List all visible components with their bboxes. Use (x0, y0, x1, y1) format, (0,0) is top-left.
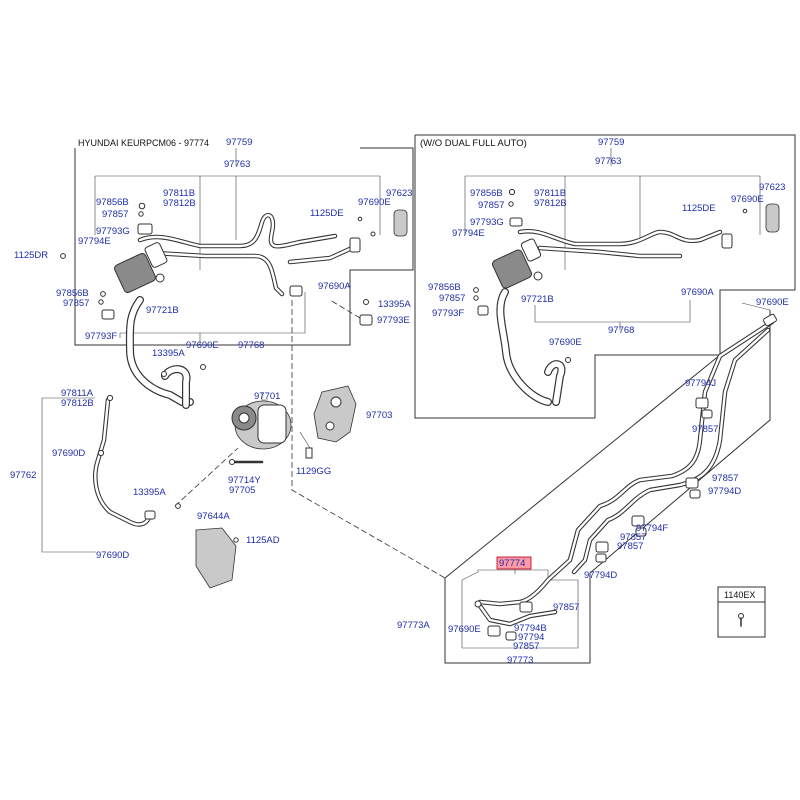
label-97812b-inset: 97812B (534, 198, 567, 209)
cover-97644a (195, 527, 237, 589)
label-1125de-main: 1125DE (310, 208, 344, 219)
label-13395a-low: 13395A (133, 487, 166, 498)
label-97690e-mid: 97690E (186, 340, 219, 351)
label-97857-r4: 97857 (617, 541, 643, 552)
inset-assembly (414, 134, 796, 419)
label-97857-b1: 97857 (553, 602, 579, 613)
label-97857-main-b: 97857 (63, 298, 89, 309)
label-97793f-inset: 97793F (432, 308, 464, 319)
label-97690e-main-top: 97690E (358, 197, 391, 208)
label-97644a: 97644A (197, 511, 230, 522)
label-1129gg: 1129GG (296, 466, 331, 477)
label-97794: 97794 (518, 632, 544, 643)
label-97768-inset: 97768 (608, 325, 634, 336)
inset-frame (414, 134, 796, 419)
label-97774: 97774 (499, 558, 525, 569)
inset-expansion-valve (491, 249, 533, 289)
label-97856b-inset: 97856B (470, 188, 503, 199)
label-13395a-mid: 13395A (152, 348, 185, 359)
label-97759-main: 97759 (226, 137, 252, 148)
label-1125dr: 1125DR (14, 250, 48, 261)
label-97793g-main: 97793G (96, 226, 130, 237)
label-97763-main: 97763 (224, 159, 250, 170)
label-97811a: 97811A (61, 388, 94, 399)
label-1140ex: 1140EX (724, 590, 755, 600)
label-97857-inset-b: 97857 (439, 293, 465, 304)
label-97762: 97762 (10, 470, 36, 481)
header-title: HYUNDAI KEURPCM06 - 97774 (78, 138, 209, 148)
discharge-line-group (41, 394, 239, 589)
label-97812b-left: 97812B (61, 398, 94, 409)
inset-receiver-drier (765, 203, 780, 233)
label-97690e-inset-top: 97690E (731, 194, 764, 205)
label-97857-inset-a: 97857 (478, 200, 504, 211)
bolt-icon (138, 202, 146, 210)
label-97856b-main: 97856B (96, 197, 129, 208)
label-97811b-main: 97811B (163, 188, 195, 199)
label-97703: 97703 (366, 410, 392, 421)
label-97690d-b: 97690D (96, 550, 129, 561)
label-97794e-main: 97794E (78, 236, 111, 247)
label-97857-r2: 97857 (712, 473, 738, 484)
part-1140ex-box (717, 586, 766, 638)
label-97721b-inset: 97721B (521, 294, 554, 305)
label-97794j: 97794J (685, 378, 716, 389)
label-97794d-a: 97794D (708, 486, 741, 497)
lower-right-frame (444, 573, 591, 664)
label-1125de-inset: 1125DE (682, 203, 716, 214)
highlight-97774 (496, 556, 532, 570)
compressor-group (174, 299, 446, 579)
label-97714y: 97714Y (228, 475, 261, 486)
compressor-bracket (313, 385, 357, 443)
main-assembly (60, 147, 414, 409)
label-97773: 97773 (507, 655, 533, 666)
label-layer: HYUNDAI KEURPCM06 - 97774 (W/O DUAL FULL… (10, 137, 789, 666)
label-97856b-main-b: 97856B (56, 288, 89, 299)
bracket-97793g (137, 223, 153, 235)
label-97690a-main: 97690A (318, 281, 351, 292)
label-1125ad: 1125AD (246, 535, 280, 546)
label-97857-r1: 97857 (692, 424, 718, 435)
label-97857-r3: 97857 (620, 532, 646, 543)
label-97794e-inset: 97794E (452, 228, 485, 239)
label-97857-main-a: 97857 (102, 209, 128, 220)
label-97794d-b: 97794D (584, 570, 617, 581)
label-97690e-b: 97690E (448, 624, 481, 635)
expansion-valve (114, 253, 156, 293)
label-97794f: 97794F (636, 523, 668, 534)
liquid-line-group (444, 302, 777, 664)
label-97705: 97705 (229, 485, 255, 496)
label-97759-inset: 97759 (598, 137, 624, 148)
label-97794b: 97794B (514, 623, 547, 634)
label-97857-b2: 97857 (513, 641, 539, 652)
label-13395a-main: 13395A (378, 299, 411, 310)
label-97690a-inset: 97690A (681, 287, 714, 298)
main-assembly-frame (74, 147, 414, 346)
label-97623-main: 97623 (386, 188, 412, 199)
label-97690e-inset-low: 97690E (549, 337, 582, 348)
label-97623-inset: 97623 (759, 182, 785, 193)
label-97793e-main: 97793E (377, 315, 410, 326)
label-97763-inset: 97763 (595, 156, 621, 167)
inset-title: (W/O DUAL FULL AUTO) (420, 138, 527, 149)
label-97773a: 97773A (397, 620, 430, 631)
label-97811b-inset: 97811B (534, 188, 566, 199)
label-97856b-inset-b: 97856B (428, 282, 461, 293)
label-97690d-a: 97690D (52, 448, 85, 459)
label-97721b-main: 97721B (146, 305, 179, 316)
label-97690e-right: 97690E (756, 297, 789, 308)
label-97793f-main: 97793F (85, 331, 117, 342)
label-97701: 97701 (254, 391, 280, 402)
receiver-drier (393, 209, 408, 237)
label-97793g-inset: 97793G (470, 217, 504, 228)
label-97812b-main: 97812B (163, 198, 196, 209)
label-97768-main: 97768 (238, 340, 264, 351)
